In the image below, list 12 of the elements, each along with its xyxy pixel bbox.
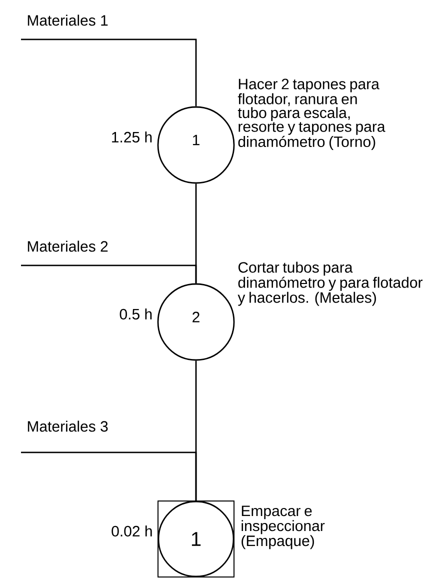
operation-description: Cortar tubos para dinamómetro y para flotador y hacerlos. (Metales) (238, 262, 422, 306)
operation-description: Hacer 2 tapones para flotador, ranura en tubo para escala, resorte y tapones para dinamómetro (Torno) (238, 78, 386, 150)
flow-line (21, 452, 197, 500)
operation-description: Empacar e inspeccionar (Empaque) (242, 506, 325, 550)
flow-line (21, 38, 197, 106)
time-label: 1.25 h (112, 132, 152, 142)
flow-line (21, 264, 197, 284)
material-label: Materiales 2 (28, 240, 108, 252)
material-label: Materiales 3 (28, 420, 108, 432)
time-label: 0.02 h (112, 526, 152, 536)
material-label: Materiales 1 (28, 14, 108, 26)
time-label: 0.5 h (120, 308, 152, 320)
